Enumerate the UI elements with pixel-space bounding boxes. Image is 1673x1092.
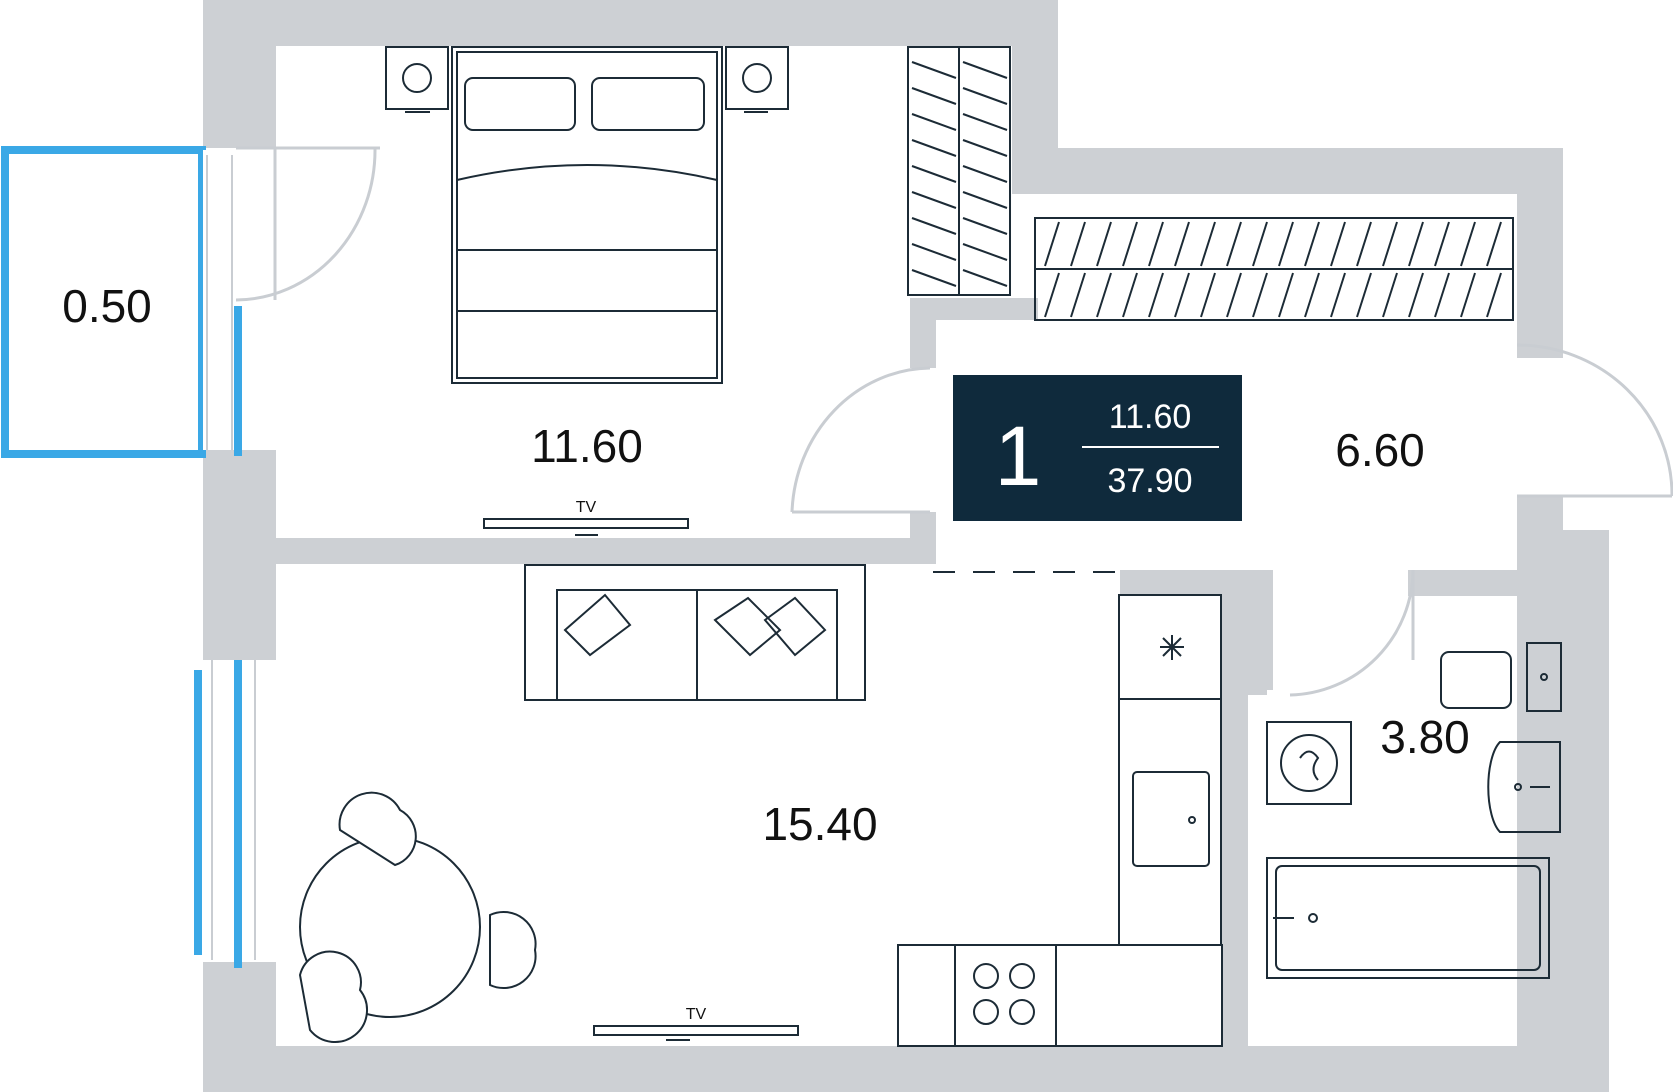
hanger-mark xyxy=(1044,221,1060,267)
hanger-mark xyxy=(1330,221,1346,267)
hanger-mark xyxy=(1356,221,1372,267)
hanger-mark xyxy=(1096,272,1112,318)
bathroom xyxy=(1266,642,1562,979)
hanger-mark xyxy=(962,217,1008,235)
hob-icon xyxy=(973,963,1035,1025)
walls xyxy=(203,0,1609,1092)
nightstand-left xyxy=(385,46,449,113)
door-bedroom xyxy=(790,366,931,514)
hanger-mark xyxy=(1408,221,1424,267)
sink xyxy=(1487,741,1561,833)
hanger-mark xyxy=(1460,221,1476,267)
balcony xyxy=(1,146,242,458)
wardrobe-bedroom xyxy=(907,46,1011,296)
hanger-mark xyxy=(1330,272,1346,318)
door-entrance xyxy=(1516,343,1673,498)
hanger-mark xyxy=(1408,272,1424,318)
hanger-mark xyxy=(911,269,957,287)
hanger-mark xyxy=(1382,272,1398,318)
living-window xyxy=(194,660,278,968)
hanger-mark xyxy=(1122,221,1138,267)
hanger-mark xyxy=(1486,221,1502,267)
balcony-area: 0.50 xyxy=(62,280,152,332)
bed xyxy=(451,46,723,384)
bedroom-area: 11.60 xyxy=(531,420,643,472)
hanger-mark xyxy=(1434,221,1450,267)
hanger-mark xyxy=(1070,221,1086,267)
hanger-mark xyxy=(962,87,1008,105)
hanger-mark xyxy=(1382,221,1398,267)
hanger-mark xyxy=(911,165,957,183)
badge-rooms-count: 1 xyxy=(995,409,1042,503)
hall-area: 6.60 xyxy=(1335,424,1425,476)
wardrobe-hall xyxy=(1034,217,1514,321)
hanger-mark xyxy=(1226,221,1242,267)
hanger-mark xyxy=(911,191,957,209)
hanger-mark xyxy=(962,269,1008,287)
nightstand-right xyxy=(725,46,789,113)
hanger-mark xyxy=(911,243,957,261)
tv-living: TV xyxy=(593,1006,799,1041)
hanger-mark xyxy=(1304,272,1320,318)
hanger-mark xyxy=(911,113,957,131)
hanger-mark xyxy=(962,139,1008,157)
hanger-mark xyxy=(911,217,957,235)
hanger-mark xyxy=(1174,272,1190,318)
hanger-mark xyxy=(1356,272,1372,318)
hanger-mark xyxy=(1486,272,1502,318)
bath-area: 3.80 xyxy=(1380,711,1470,763)
hanger-mark xyxy=(1278,221,1294,267)
hanger-mark xyxy=(962,165,1008,183)
fridge-icon xyxy=(1160,635,1184,660)
kitchen xyxy=(897,594,1223,1047)
hanger-mark xyxy=(911,87,957,105)
bathtub xyxy=(1266,857,1550,979)
hanger-mark xyxy=(1434,272,1450,318)
hanger-mark xyxy=(1252,221,1268,267)
door-bath xyxy=(1289,569,1415,697)
hanger-mark xyxy=(1148,272,1164,318)
badge-total-area: 37.90 xyxy=(1107,462,1192,500)
hanger-mark xyxy=(1200,272,1216,318)
hanger-mark xyxy=(1174,221,1190,267)
hanger-mark xyxy=(1148,221,1164,267)
hanger-mark xyxy=(962,243,1008,261)
hanger-mark xyxy=(1122,272,1138,318)
hanger-mark xyxy=(1460,272,1476,318)
hanger-mark xyxy=(1278,272,1294,318)
hanger-mark xyxy=(1070,272,1086,318)
tv-bedroom: TV xyxy=(483,499,689,536)
hanger-mark xyxy=(911,61,957,79)
hanger-mark xyxy=(911,139,957,157)
hanger-mark xyxy=(1226,272,1242,318)
hanger-mark xyxy=(1044,272,1060,318)
tv-living-label: TV xyxy=(686,1006,707,1023)
hanger-mark xyxy=(962,61,1008,79)
door-balcony xyxy=(235,146,380,302)
badge-living-area: 11.60 xyxy=(1109,398,1192,436)
hanger-mark xyxy=(1304,221,1320,267)
apartment-badge: 1 11.60 37.90 xyxy=(953,375,1242,521)
hanger-mark xyxy=(962,191,1008,209)
toilet xyxy=(1440,642,1562,712)
sofa xyxy=(524,564,866,701)
hanger-mark xyxy=(1200,221,1216,267)
hanger-mark xyxy=(1096,221,1112,267)
living-area: 15.40 xyxy=(762,798,877,850)
washing-machine xyxy=(1266,721,1352,805)
tv-bedroom-label: TV xyxy=(576,499,597,516)
dining-set xyxy=(298,791,537,1043)
hanger-mark xyxy=(1252,272,1268,318)
hanger-mark xyxy=(962,113,1008,131)
